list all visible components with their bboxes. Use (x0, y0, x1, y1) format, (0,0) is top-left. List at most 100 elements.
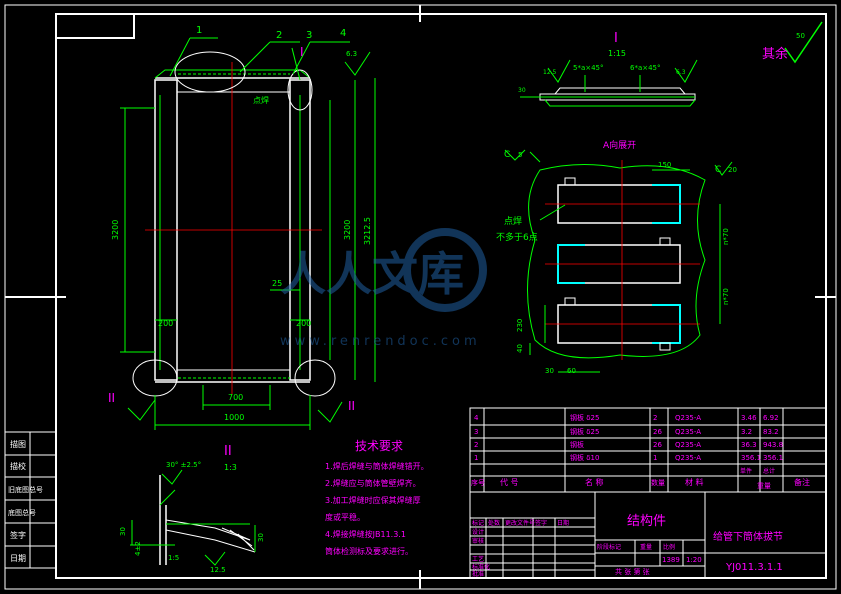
strip-label: 签字 (10, 530, 26, 540)
part-label-4: 4 (340, 28, 346, 39)
tb-scale-label: 比例 (663, 543, 675, 551)
weld-note-main: 点焊 (253, 95, 269, 105)
header-no: 序号 (471, 478, 485, 487)
dim-700: 700 (228, 393, 243, 402)
title-block-text: 标记 处数 更改文件号 签字 日期 设计 审核 工艺 标准化 批准 阶段标记 重… (472, 514, 783, 578)
tb-scale: 1:20 (686, 556, 702, 564)
detail-I-scale: 1:15 (608, 49, 626, 58)
chamfer-right: 6*a×45° (630, 64, 661, 72)
strip-label: 描校 (10, 461, 26, 471)
tb-sheet: 共 张 第 张 (615, 567, 650, 576)
detail-II-roughness: 12.5 (210, 566, 226, 574)
dim-height-right: 3200 (343, 220, 352, 240)
tech-item: 3.加工焊缝时应保其焊缝厚 (325, 495, 421, 505)
part-row-w1: 36.3 (741, 441, 757, 449)
tech-item: 4.焊接焊缝按JB11.3.1 (325, 529, 406, 539)
part-label-3: 3 (306, 30, 312, 41)
roughness-other-value: 50 (796, 32, 805, 40)
dim-1000: 1000 (224, 413, 244, 422)
tech-title: 技术要求 (355, 439, 403, 453)
header-qty: 数量 (651, 478, 665, 487)
chamfer-left: 5*a×45° (573, 64, 604, 72)
part-row-material: Q235-A (675, 454, 701, 462)
part-label-2: 2 (276, 30, 282, 41)
weld-note-A: 点焊 (504, 215, 522, 227)
part-row-code: 钢板 δ25 (570, 413, 599, 422)
detail-II-title: II (224, 444, 232, 459)
dim-150: 150 (658, 161, 671, 169)
main-view (120, 37, 376, 430)
tb-label: 日期 (557, 519, 569, 527)
parts-table-rows: 4 钢板 δ25 2 Q235-A 3.46 6.92 3 钢板 δ25 26 … (471, 413, 810, 490)
dim-side-bottom: n*70 (722, 288, 730, 305)
header-weight: 重量 (757, 482, 771, 490)
detail-I-label: I (300, 45, 304, 59)
weld-size-left: 5 (518, 151, 522, 159)
part-row-code: 钢板 δ10 (570, 453, 599, 462)
tb-label: 更改文件号 (505, 519, 535, 527)
tb-mass-label: 重量 (640, 543, 652, 551)
strip-label: 底图总号 (8, 508, 36, 517)
tb-label: 审核 (472, 537, 484, 545)
tech-item: 1.焊后焊缝与筒体焊缝错开。 (325, 461, 429, 471)
watermark-brand: 人人文库 (280, 247, 464, 301)
detail-II-dim-bottom: 1:5 (168, 554, 179, 562)
part-row-w1: 3.46 (741, 414, 757, 422)
detail-II-dim-small: 4±2 (134, 541, 142, 556)
parts-table (469, 407, 827, 493)
dim-60: 60 (567, 367, 576, 375)
part-row-material: Q235-A (675, 428, 701, 436)
tb-mass: 1389 (662, 556, 680, 564)
detail-II-marker-left: II (108, 391, 115, 405)
dim-side-top: n*70 (722, 228, 730, 245)
detail-I-roughness-l: 12.5 (543, 69, 557, 76)
weld-symbol-left: C (504, 150, 510, 160)
tb-type: 结构件 (627, 514, 666, 529)
tb-label: 签字 (535, 519, 547, 527)
header-total: 总计 (763, 467, 775, 475)
dim-25: 25 (272, 279, 282, 288)
tb-label: 批准 (472, 570, 484, 578)
detail-II-angle: 30° ±2.5° (166, 461, 201, 469)
detail-II-marker-right: II (348, 399, 355, 413)
tb-drawing-no: YJ011.3.1.1 (725, 562, 783, 573)
header-code: 代 号 (500, 477, 519, 487)
tech-item: 2.焊缝应与筒体管壁焊齐。 (325, 478, 421, 488)
strip-label: 日期 (10, 554, 26, 563)
watermark: 人人文库 www.renrendoc.com (280, 228, 487, 349)
strip-label: 描图 (10, 439, 26, 449)
dim-height-right2: 3212.5 (363, 217, 372, 245)
detail-II-view (130, 469, 256, 566)
part-row-no: 4 (474, 414, 479, 422)
part-row-w2: 943.8 (763, 441, 783, 449)
part-row-no: 2 (474, 441, 478, 449)
roughness-other-symbol (784, 21, 823, 64)
code-box (55, 13, 135, 39)
part-row-qty: 26 (653, 428, 662, 436)
detail-I-title: I (614, 31, 618, 46)
part-label-1: 1 (196, 25, 202, 36)
weld-note-A2: 不多于6点 (496, 231, 538, 243)
view-A-title: A向展开 (603, 139, 636, 151)
detail-I-roughness-r: 6.3 (676, 69, 686, 76)
tb-label: 处数 (488, 519, 500, 527)
tb-stage-label: 阶段标记 (597, 543, 621, 551)
tb-label: 工艺 (472, 555, 484, 563)
header-single: 单件 (740, 467, 752, 475)
header-note: 备注 (794, 477, 810, 487)
left-strip: 描图 描校 旧底图总号 底图总号 签字 日期 (4, 431, 57, 569)
dim-230: 230 (516, 319, 524, 332)
dim-200-right: 200 (296, 319, 311, 328)
detail-I-dim: 30 (518, 87, 526, 94)
watermark-url: www.renrendoc.com (280, 334, 481, 349)
part-row-w1: 3.2 (741, 428, 752, 436)
dim-40: 40 (516, 344, 524, 353)
dim-30: 30 (545, 367, 554, 375)
part-row-no: 3 (474, 428, 478, 436)
part-row-w1: 356.1 (741, 454, 761, 462)
part-row-qty: 1 (653, 454, 657, 462)
header-name: 名 称 (585, 477, 604, 487)
detail-II-dim-left: 30 (119, 527, 127, 536)
part-row-material: Q235-A (675, 414, 701, 422)
